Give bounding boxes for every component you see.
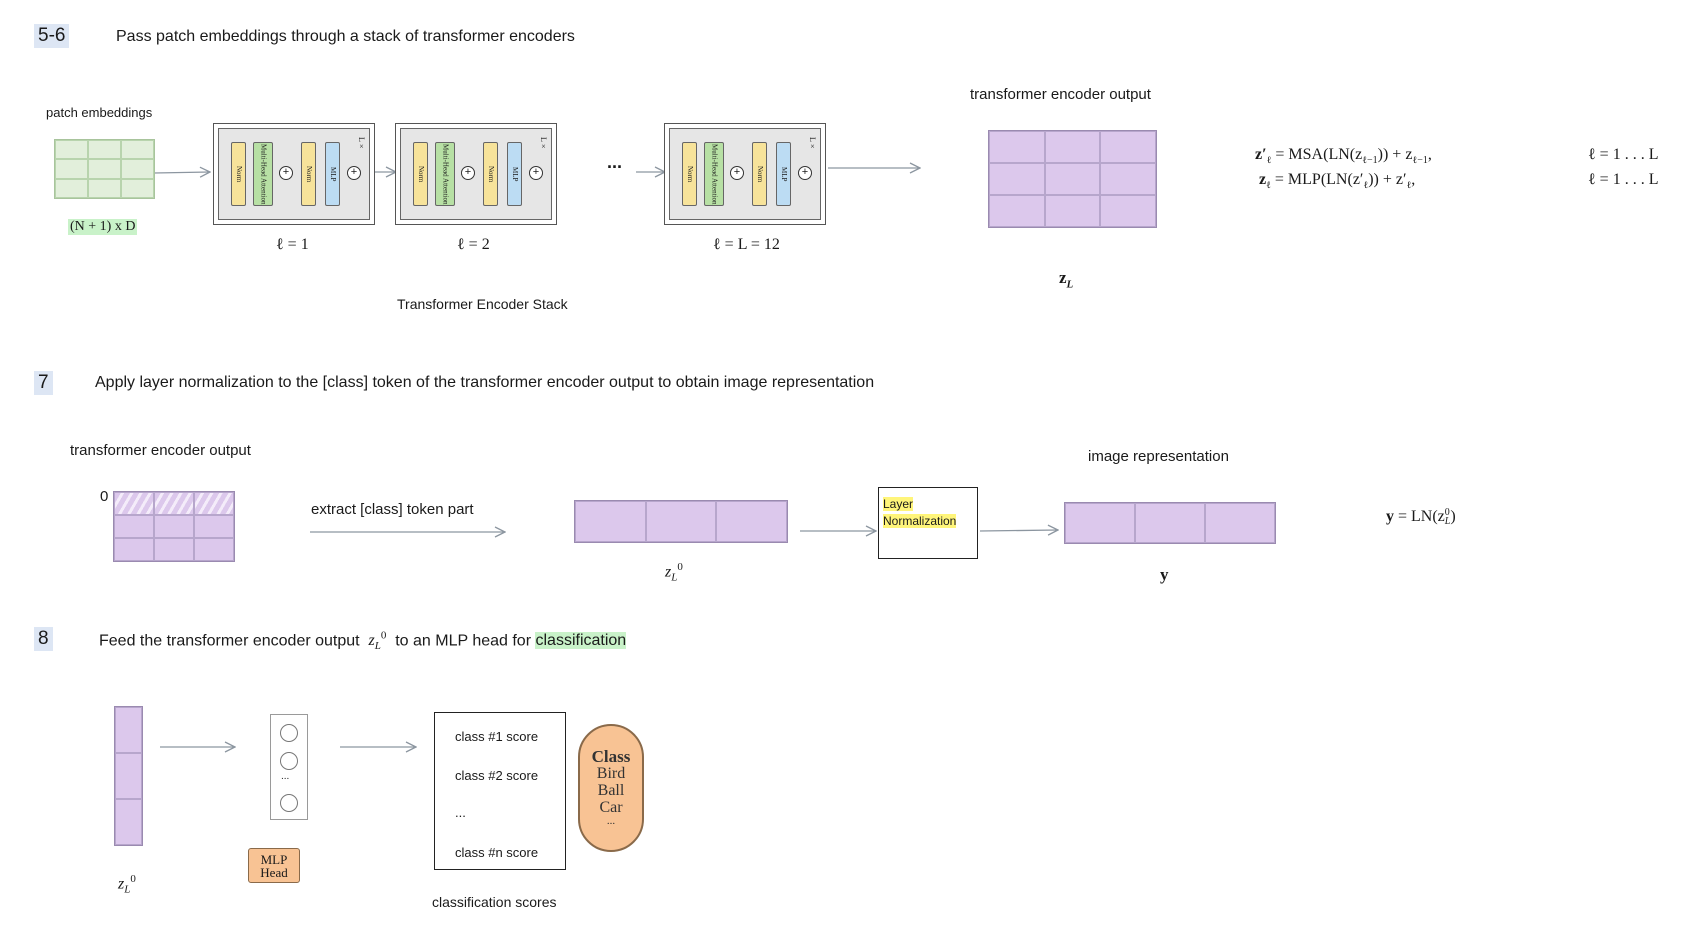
class-title: Class	[591, 747, 631, 766]
residual-add-icon: +	[279, 166, 293, 180]
lx-label: L×	[539, 137, 548, 151]
classification-scores-box: class #1 score class #2 score ... class …	[434, 712, 566, 870]
equation-msa: z′ℓ = MSA(LN(zℓ−1)) + zℓ−1,	[1255, 146, 1432, 167]
equation-mlp: zℓ = MLP(LN(z′ℓ)) + z′ℓ,	[1259, 171, 1416, 192]
norm-block: Norm	[413, 142, 428, 206]
step-heading-5-6: Pass patch embeddings through a stack of…	[116, 28, 575, 45]
class-score-2: class #2 score	[455, 768, 539, 783]
image-representation-label: image representation	[1088, 448, 1229, 465]
residual-add-icon: +	[347, 166, 361, 180]
multi-head-attention-block: Multi-Head Attention	[435, 142, 455, 206]
extract-class-token-label: extract [class] token part	[311, 501, 474, 518]
norm-block: Norm	[483, 142, 498, 206]
step-heading-7: Apply layer normalization to the [class]…	[95, 374, 875, 391]
class-score-ellipsis: ...	[455, 805, 466, 820]
equation-range-1: ℓ = 1 . . . L	[1588, 146, 1659, 163]
class-item-ellipsis: ...	[606, 815, 616, 827]
norm-block: Norm	[682, 142, 697, 206]
mlp-head-text-2: Head	[260, 865, 288, 880]
layer-label-1: ℓ = 1	[276, 236, 309, 253]
class-score-1: class #1 score	[455, 729, 539, 744]
mlp-block: MLP	[776, 142, 791, 206]
step-number-5-6: 5-6	[34, 24, 70, 48]
class-token-cell	[194, 492, 234, 515]
encoder-block-L: Norm Multi-Head Attention + Norm MLP + L…	[664, 123, 826, 225]
layer-norm-text-2: Normalization	[883, 514, 957, 528]
layer-label-L: ℓ = L = 12	[713, 236, 780, 253]
encoder-output-grid	[988, 130, 1157, 228]
step-heading-8: Feed the transformer encoder output zL0 …	[99, 630, 627, 653]
class-row-index: 0	[100, 488, 109, 505]
class-token-symbol-2: zL0	[118, 873, 136, 896]
mlp-head-text-1: MLP	[260, 852, 288, 867]
class-item-bird: Bird	[596, 765, 626, 782]
multi-head-attention-block: Multi-Head Attention	[253, 142, 273, 206]
residual-add-icon: +	[730, 166, 744, 180]
norm-block: Norm	[752, 142, 767, 206]
lx-label: L×	[808, 137, 817, 151]
mlp-block: MLP	[325, 142, 340, 206]
lx-label: L×	[357, 137, 366, 151]
class-item-ball: Ball	[597, 782, 625, 799]
classification-scores-label: classification scores	[432, 894, 557, 910]
class-token-cell	[114, 492, 154, 515]
step-number-8: 8	[34, 627, 53, 651]
neuron-ellipsis: ...	[281, 771, 290, 782]
output-symbol-zL: zL	[1059, 268, 1074, 291]
step-number-7: 7	[34, 371, 53, 395]
residual-add-icon: +	[798, 166, 812, 180]
mlp-head-box: MLP Head	[248, 848, 300, 883]
class-output-pill: Class Bird Ball Car ...	[578, 724, 644, 852]
classification-highlight: classification	[535, 632, 627, 650]
layer-norm-text-1: Layer	[883, 497, 914, 511]
neuron-icon	[280, 794, 298, 812]
class-token-cell	[154, 492, 194, 515]
encoder-output-label: transformer encoder output	[970, 86, 1151, 103]
class-item-car: Car	[599, 799, 623, 816]
neuron-icon	[280, 724, 298, 742]
class-token-grid	[574, 500, 788, 543]
image-representation-symbol: y	[1160, 565, 1169, 584]
encoder-stack-label: Transformer Encoder Stack	[397, 296, 568, 312]
image-representation-grid	[1064, 502, 1276, 544]
neuron-icon	[280, 752, 298, 770]
patch-embeddings-grid	[54, 139, 155, 199]
arrow-layernorm-to-y	[979, 530, 1058, 531]
residual-add-icon: +	[461, 166, 475, 180]
mlp-block: MLP	[507, 142, 522, 206]
patch-embeddings-label: patch embeddings	[46, 105, 153, 120]
norm-block: Norm	[231, 142, 246, 206]
multi-head-attention-block: Multi-Head Attention	[704, 142, 724, 206]
encoder-output-grid-2	[113, 491, 235, 562]
layer-normalization-box: Layer Normalization	[878, 487, 978, 559]
encoder-block-2: Norm Multi-Head Attention + Norm MLP + L…	[395, 123, 557, 225]
arrow-patch-to-enc1	[153, 172, 210, 173]
layer-label-2: ℓ = 2	[457, 236, 490, 253]
encoder-output-label-2: transformer encoder output	[70, 442, 251, 459]
residual-add-icon: +	[529, 166, 543, 180]
patch-dims-label: (N + 1) x D	[68, 219, 138, 235]
class-token-symbol: zL0	[665, 561, 683, 584]
class-token-column	[114, 706, 143, 846]
encoder-ellipsis: ...	[607, 152, 623, 172]
equation-range-2: ℓ = 1 . . . L	[1588, 171, 1659, 188]
norm-block: Norm	[301, 142, 316, 206]
mlp-layer-box: ...	[270, 714, 308, 820]
encoder-block-1: Norm Multi-Head Attention + Norm MLP + L…	[213, 123, 375, 225]
class-score-n: class #n score	[455, 845, 539, 860]
